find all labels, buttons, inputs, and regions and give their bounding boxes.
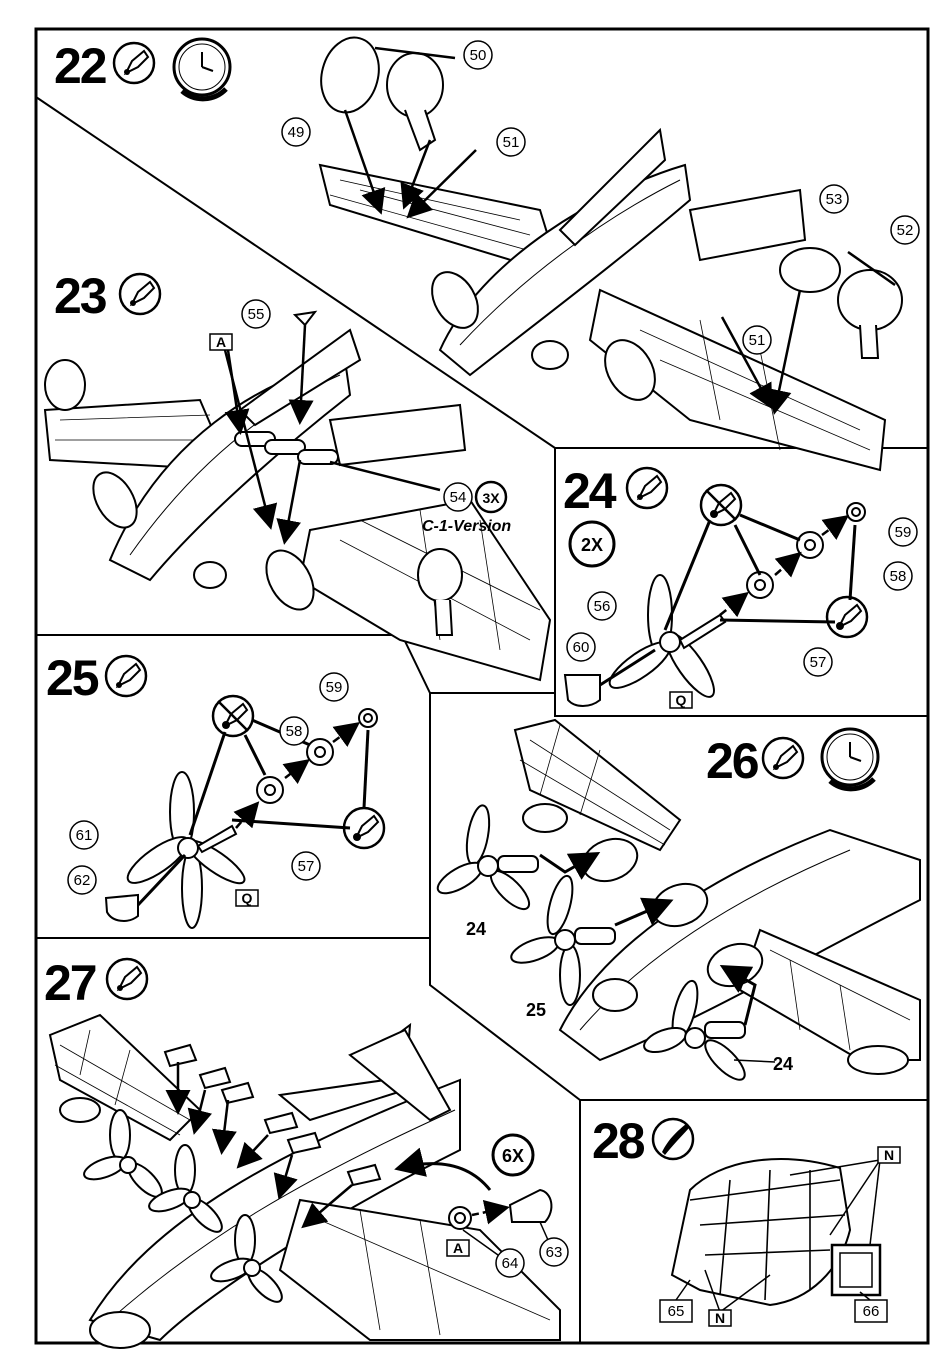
glue-icon	[827, 597, 867, 637]
callout-58: 58	[890, 568, 907, 585]
step-28-drawing	[672, 1159, 880, 1305]
sub-step-24: 24	[466, 919, 486, 939]
callout-65: 65	[668, 1303, 685, 1320]
no-glue-icon	[213, 696, 253, 736]
step-number: 23	[54, 268, 106, 324]
multiplier-3x: 3X	[482, 490, 500, 506]
step-number: 26	[706, 733, 758, 789]
code-a: A	[453, 1240, 463, 1256]
version-note: C-1-Version	[422, 518, 511, 535]
callout-60: 60	[573, 639, 590, 656]
callout-54: 54	[450, 489, 467, 506]
callout-52: 52	[897, 222, 914, 239]
paint-brush-icon	[653, 1119, 693, 1159]
step-22-drawing	[313, 31, 902, 470]
callout-66: 66	[863, 1303, 880, 1320]
glue-icon	[120, 274, 160, 314]
callout-50: 50	[470, 47, 487, 64]
code-q: Q	[676, 692, 687, 708]
multiplier-6x: 6X	[502, 1146, 524, 1166]
callout-49: 49	[288, 124, 305, 141]
glue-icon	[627, 468, 667, 508]
step-number: 22	[54, 38, 106, 94]
sub-step-24b: 24	[773, 1054, 793, 1074]
callout-57: 57	[810, 654, 827, 671]
callout-57: 57	[298, 858, 315, 875]
multiplier-2x: 2X	[581, 535, 603, 555]
step-number: 27	[44, 955, 96, 1011]
step-number: 25	[46, 650, 99, 706]
callout-56: 56	[594, 598, 611, 615]
callout-61: 61	[76, 827, 93, 844]
code-q: Q	[242, 890, 253, 906]
no-glue-icon	[701, 485, 741, 525]
step-number: 24	[563, 463, 617, 519]
callout-51: 51	[503, 134, 520, 151]
callout-64: 64	[502, 1255, 519, 1272]
callout-55: 55	[248, 306, 265, 323]
callout-62: 62	[74, 872, 91, 889]
callout-53: 53	[826, 191, 843, 208]
glue-icon	[114, 43, 154, 83]
glue-icon	[106, 656, 146, 696]
step-number: 28	[592, 1113, 645, 1169]
callout-58: 58	[286, 723, 303, 740]
clock-icon	[174, 39, 230, 99]
glue-icon	[107, 959, 147, 999]
code-a: A	[216, 334, 226, 350]
callout-63: 63	[546, 1244, 563, 1261]
clock-icon	[822, 729, 878, 789]
callout-51b: 51	[749, 332, 766, 349]
code-n: N	[884, 1147, 894, 1163]
callout-59: 59	[895, 524, 912, 541]
code-n-bottom: N	[715, 1310, 725, 1326]
callout-59: 59	[326, 679, 343, 696]
step-25-callouts: 57 58 59 61 62 Q	[68, 673, 348, 906]
glue-icon	[763, 738, 803, 778]
sub-step-25: 25	[526, 1000, 546, 1020]
